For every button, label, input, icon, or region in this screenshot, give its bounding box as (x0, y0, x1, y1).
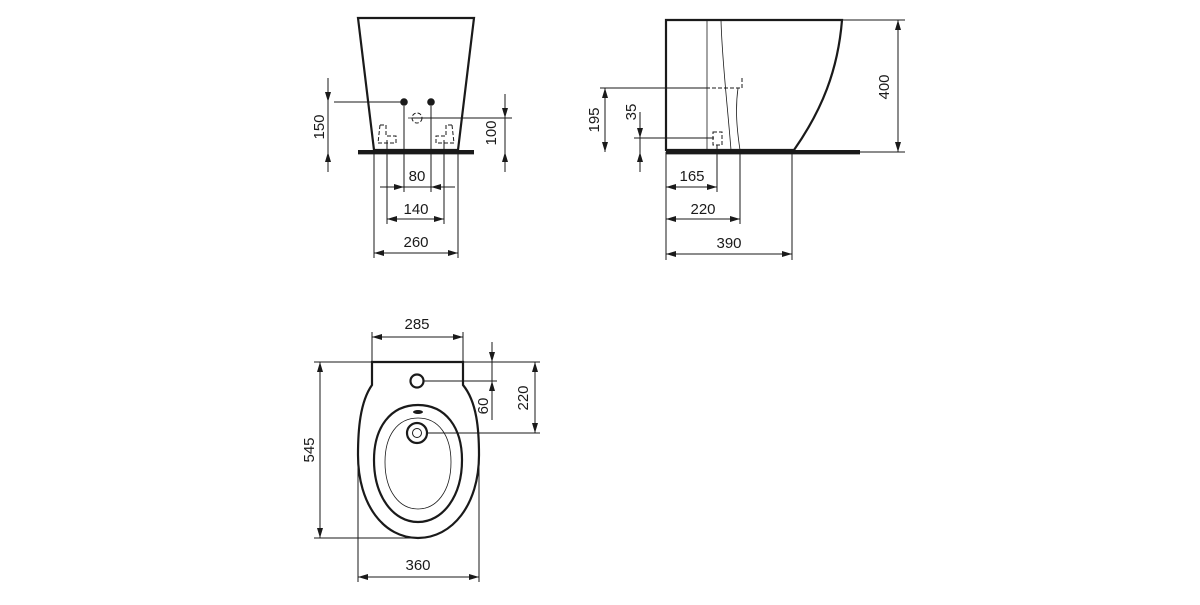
top-view: 285 60 220 545 360 (301, 316, 540, 582)
dim-220-side-label: 220 (690, 201, 715, 218)
overflow-hole (413, 410, 423, 414)
dim-400-label: 400 (876, 74, 893, 99)
dim-35-label: 35 (623, 104, 640, 121)
dim-285-label: 285 (404, 316, 429, 333)
front-view: 150 100 80 140 260 (311, 16, 512, 258)
dim-260-label: 260 (403, 234, 428, 251)
fixing-bracket-right (435, 124, 455, 144)
dim-360-label: 360 (405, 557, 430, 574)
dim-100-label: 100 (483, 120, 500, 145)
dim-165-label: 165 (679, 168, 704, 185)
bowl-basin-outline (384, 417, 452, 510)
side-view: 195 35 400 165 220 390 (586, 18, 905, 260)
dim-60-label: 60 (475, 398, 492, 415)
drain-inner (412, 428, 422, 438)
internal-pipe-rear-2 (736, 87, 741, 151)
bowl-inner-outline (372, 403, 464, 524)
water-inlet-right (427, 98, 435, 106)
drain-outer (405, 421, 429, 445)
dim-545-label: 545 (301, 437, 318, 462)
dim-220-top-label: 220 (515, 385, 532, 410)
dim-140-label: 140 (403, 201, 428, 218)
tap-hole (409, 373, 425, 389)
dim-195-label: 195 (586, 107, 603, 132)
front-body-outline (356, 16, 476, 152)
dim-150-label: 150 (311, 114, 328, 139)
dim-390-label: 390 (716, 235, 741, 252)
side-body-outline (664, 18, 844, 152)
dim-80-label: 80 (409, 168, 426, 185)
internal-pipe-rear (720, 19, 732, 151)
supply-dashed (706, 78, 743, 89)
top-body-outline (356, 360, 481, 540)
fixing-bracket-left (377, 124, 397, 144)
side-bracket-dashed (712, 131, 723, 146)
